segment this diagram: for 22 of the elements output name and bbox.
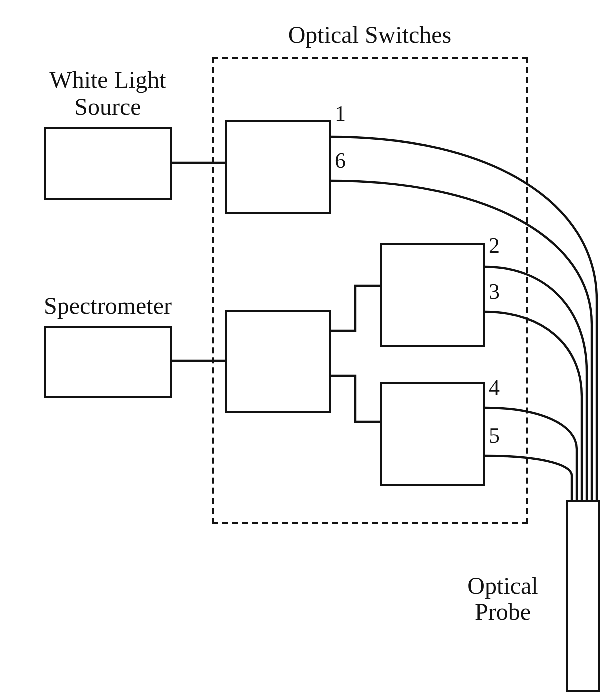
switch-box xyxy=(225,310,331,413)
connector-line xyxy=(331,284,380,332)
port-number: 2 xyxy=(489,235,500,257)
port-number: 4 xyxy=(489,377,500,399)
fiber-cable xyxy=(484,454,574,500)
node-label: Spectrometer xyxy=(43,294,173,320)
node-label: White Light Source xyxy=(48,68,168,121)
switch-box xyxy=(380,382,485,486)
connector-line xyxy=(331,374,380,424)
port-number: 1 xyxy=(335,103,346,125)
port-number: 6 xyxy=(335,150,346,172)
port-number: 5 xyxy=(489,425,500,447)
switch-box xyxy=(380,243,485,347)
port-number: 3 xyxy=(489,281,500,303)
switch-box xyxy=(225,120,331,214)
node-label: Optical Switches xyxy=(287,22,453,49)
connector-line xyxy=(172,162,225,164)
fiber-cable xyxy=(484,310,584,500)
node-label: Optical Probe xyxy=(466,574,540,627)
connector-line xyxy=(172,360,225,362)
fiber-cable xyxy=(484,266,588,500)
fiber-cable xyxy=(484,406,578,500)
